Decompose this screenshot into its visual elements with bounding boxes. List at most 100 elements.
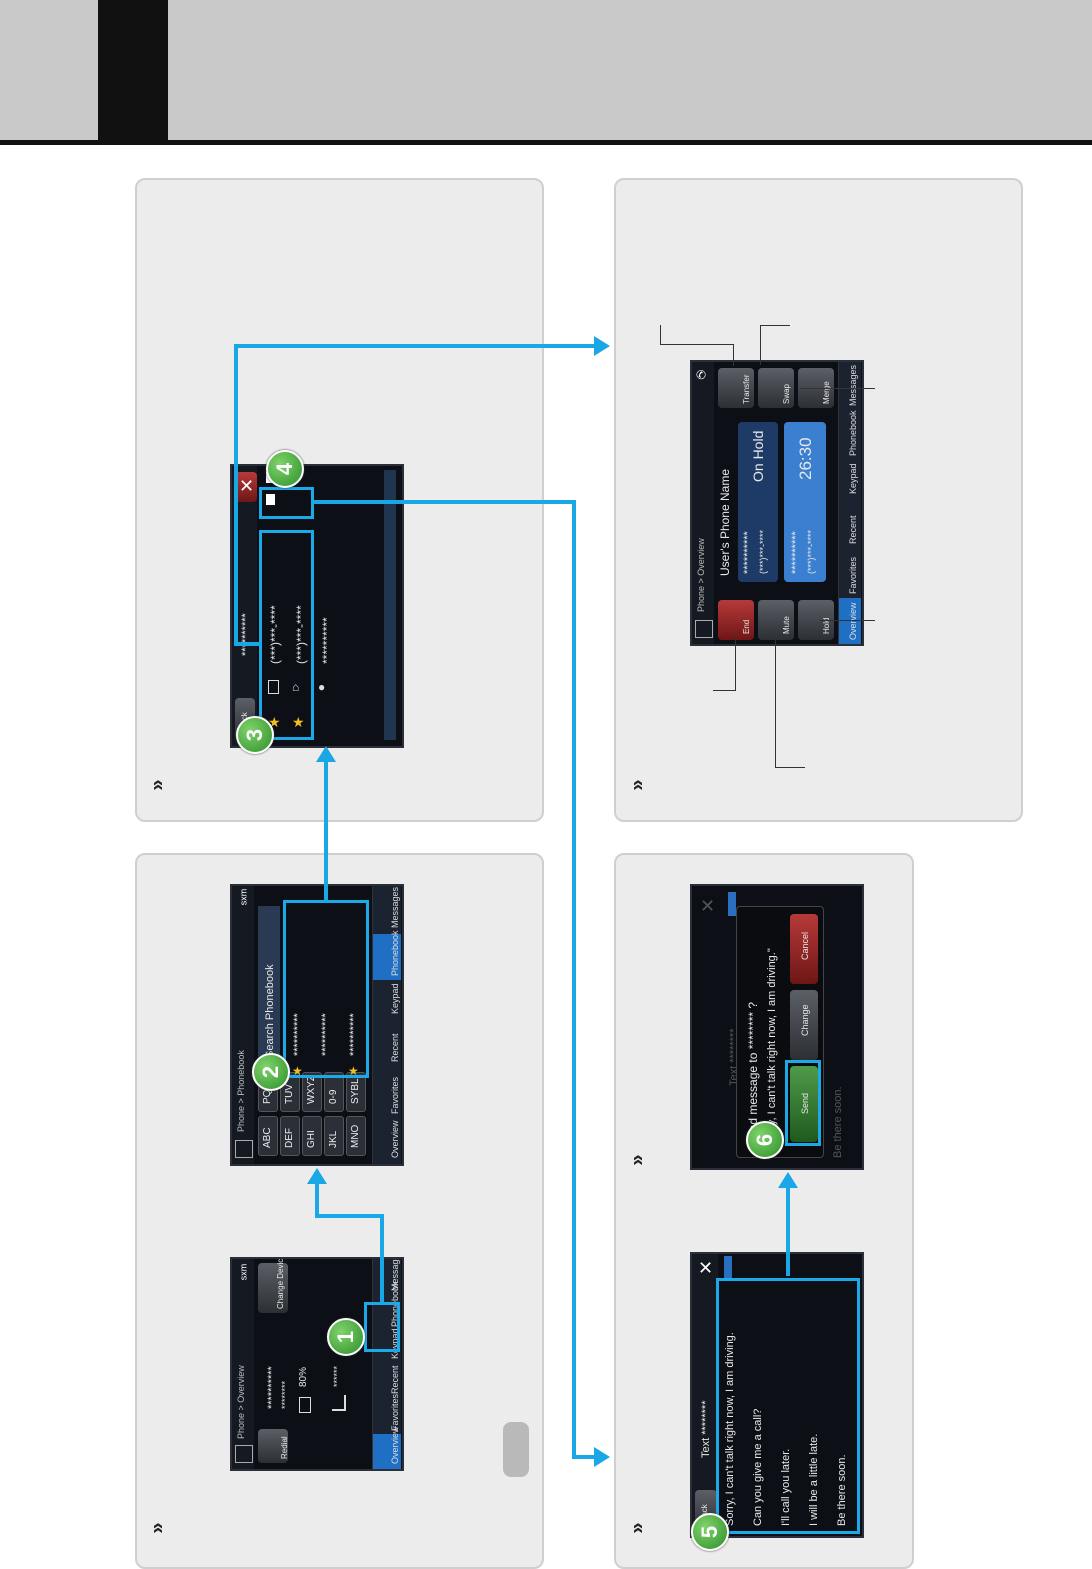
- redial-button[interactable]: [258, 1429, 288, 1463]
- tab-recent[interactable]: [838, 506, 861, 552]
- tab-label: Favorites: [848, 556, 858, 594]
- arrowhead: [316, 746, 336, 762]
- caller-name: **********: [742, 531, 754, 574]
- end-label: End: [742, 619, 751, 634]
- close-icon[interactable]: ✕: [698, 1258, 714, 1278]
- flow-arrow: [324, 760, 328, 902]
- entry-list-highlight: [283, 900, 369, 1078]
- tab-label: Phonebook: [848, 410, 858, 456]
- tab-favorites[interactable]: [372, 1399, 401, 1434]
- home-icon[interactable]: [235, 1445, 253, 1463]
- tab-phonebook[interactable]: [838, 414, 861, 460]
- chevron-icon: »: [146, 779, 169, 791]
- flow-arrow: [315, 1214, 384, 1218]
- tab-label: Overview: [848, 602, 858, 640]
- tab-label: Recent: [390, 1365, 400, 1394]
- scrollbar[interactable]: [728, 892, 736, 916]
- tab-messages[interactable]: [372, 1259, 401, 1294]
- tab-label: Phonebook: [390, 930, 400, 976]
- key-abc[interactable]: [258, 1116, 278, 1156]
- leader-line: [660, 344, 734, 345]
- tab-overview[interactable]: [372, 1434, 401, 1469]
- caller-card-active[interactable]: [784, 422, 826, 582]
- end-call-button[interactable]: [718, 600, 754, 640]
- search-bar[interactable]: [258, 906, 280, 1066]
- tab-label: Messages: [390, 1257, 400, 1291]
- tab-overview[interactable]: [838, 598, 861, 644]
- tab-label: Messages: [848, 364, 858, 406]
- tab-keypad[interactable]: [838, 460, 861, 506]
- key-wxyz[interactable]: [302, 1072, 322, 1112]
- swap-button[interactable]: [758, 368, 794, 408]
- tab-phonebook[interactable]: [372, 1294, 401, 1329]
- screen-active-call: Phone > Overview ✆ User's Phone Name ***…: [690, 360, 864, 646]
- send-button[interactable]: [790, 1066, 818, 1142]
- key-label: WXYZ: [306, 1075, 317, 1104]
- call-icon[interactable]: [266, 494, 275, 505]
- tab-phonebook[interactable]: [372, 934, 401, 980]
- screen-phone-overview: Phone > Overview sxm Redial ********** *…: [230, 1257, 404, 1471]
- home-icon[interactable]: [695, 620, 713, 638]
- sxm-logo: sxm: [238, 888, 249, 906]
- key-mno[interactable]: [346, 1116, 366, 1156]
- confirm-quote: Sorry, I can't talk right now, I am driv…: [766, 948, 778, 1146]
- scrollbar[interactable]: [724, 1256, 732, 1280]
- tab-overview[interactable]: [372, 1118, 401, 1164]
- flow-arrow: [572, 1455, 594, 1459]
- favorite-star-icon: ★: [292, 1064, 303, 1078]
- leader-line: [800, 388, 875, 389]
- flow-arrow: [572, 500, 576, 1458]
- cancel-label: Cancel: [800, 931, 810, 960]
- caller-card-held[interactable]: [738, 422, 778, 582]
- scrollbar[interactable]: [384, 470, 396, 740]
- favorite-star-icon[interactable]: ★: [292, 714, 305, 730]
- key-jkl[interactable]: [324, 1116, 344, 1156]
- number-list-highlight: [259, 530, 314, 740]
- change-label: Change: [800, 1004, 810, 1036]
- step-badge-2: 2: [252, 1053, 290, 1091]
- flow-arrow: [234, 344, 594, 348]
- screen-send-confirm: ✕ Text ******** Be there soon. Send mess…: [690, 884, 864, 1170]
- chapter-tab: [98, 0, 168, 140]
- mute-button[interactable]: [758, 600, 794, 640]
- leader-line: [733, 344, 734, 366]
- tab-recent[interactable]: [372, 1364, 401, 1399]
- step-badge-6: 6: [746, 1121, 784, 1159]
- send-button-highlight: [785, 1060, 821, 1146]
- close-button[interactable]: [235, 472, 257, 502]
- tab-keypad[interactable]: [372, 1329, 401, 1364]
- tab-messages[interactable]: [372, 886, 401, 934]
- tab-keypad[interactable]: [372, 980, 401, 1026]
- tab-favorites[interactable]: [838, 552, 861, 598]
- change-button[interactable]: [790, 990, 818, 1060]
- key-sybl[interactable]: [346, 1072, 366, 1112]
- key-label: JKL: [328, 1130, 339, 1148]
- key-label: SYBL: [350, 1078, 361, 1104]
- tab-label: Messages: [390, 886, 400, 928]
- leader-line: [775, 767, 805, 768]
- template-list-highlight: [716, 1278, 860, 1534]
- chevron-icon: »: [146, 1522, 169, 1534]
- tab-favorites[interactable]: [372, 1072, 401, 1118]
- screen-phonebook: Phone > Phonebook sxm ABC PQRS DEF TUV G…: [230, 884, 404, 1166]
- leader-line: [760, 325, 761, 365]
- key-def[interactable]: [280, 1116, 300, 1156]
- key-label: MNO: [350, 1124, 361, 1148]
- message-title: Text ********: [700, 1400, 712, 1458]
- close-icon: ✕: [700, 896, 716, 916]
- leader-line: [713, 690, 736, 691]
- breadcrumb: Phone > Phonebook: [236, 1050, 246, 1132]
- tab-recent[interactable]: [372, 1026, 401, 1072]
- transfer-button[interactable]: [718, 368, 754, 408]
- change-device-button[interactable]: [258, 1263, 288, 1313]
- key-ghi[interactable]: [302, 1116, 322, 1156]
- caller-number: **********: [266, 1366, 278, 1409]
- arrowhead: [778, 1172, 798, 1188]
- key-0-9[interactable]: [324, 1072, 344, 1112]
- close-icon: ✕: [239, 476, 255, 496]
- home-icon[interactable]: [235, 1140, 253, 1158]
- tab-label: Keypad: [848, 463, 858, 494]
- cancel-button[interactable]: [790, 914, 818, 984]
- contact-address[interactable]: **********: [320, 617, 334, 664]
- caller-sub-number: ********: [280, 1380, 290, 1409]
